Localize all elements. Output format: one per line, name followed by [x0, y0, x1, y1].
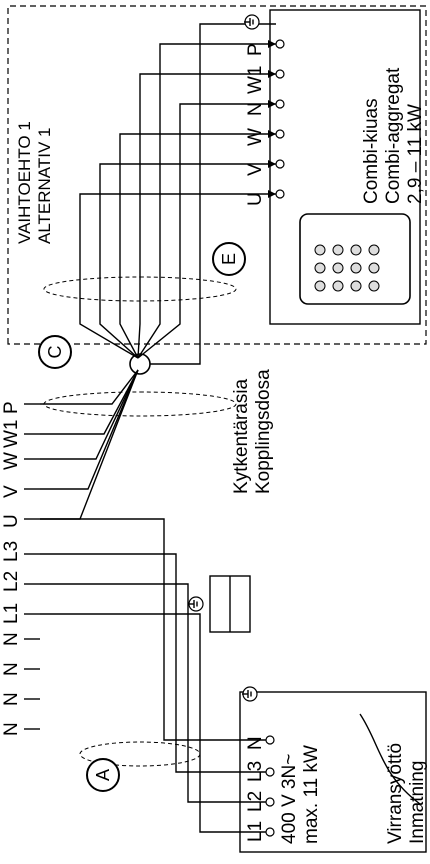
supply-voltage: 400 V 3N~	[279, 753, 300, 844]
arrow-heater-0	[268, 190, 276, 198]
terminal-label-W: W	[245, 128, 266, 146]
heater-stone-0-2	[314, 244, 326, 256]
heater-terminal-5	[275, 39, 285, 49]
ctrl-terminal-P: P	[1, 401, 22, 414]
heater-stone-2-1	[350, 262, 362, 274]
supply-power: max. 11 kW	[301, 745, 322, 844]
callout-A: A	[86, 758, 120, 792]
heater-stone-2-0	[350, 280, 362, 292]
arrow-heater-1	[268, 160, 276, 168]
ctrl-terminal-W: W	[1, 452, 22, 470]
heater-stone-3-0	[368, 280, 380, 292]
ctrl-to-junction-0	[40, 369, 139, 520]
heater-terminal-4	[275, 69, 285, 79]
ctrl-terminal-N3: N	[1, 662, 22, 676]
heater-stone-0-1	[314, 262, 326, 274]
heater-stone-3-1	[368, 262, 380, 274]
alternative-box	[7, 5, 427, 345]
ctrl-to-junction-2	[40, 369, 139, 460]
arrow-heater-2	[268, 130, 276, 138]
junction-to-heater-1	[99, 163, 276, 359]
arrow-heater-5	[268, 100, 276, 108]
sauna-heater-illustration	[299, 213, 411, 305]
cable-bundle-A	[79, 741, 201, 767]
ctrl-terminal-L3: L3	[1, 540, 22, 562]
callout-C: C	[38, 335, 72, 369]
cable-bundle-E	[43, 276, 237, 302]
heater-stone-3-2	[368, 244, 380, 256]
junction-to-heater-2	[119, 133, 276, 359]
supply-wire-0	[40, 613, 266, 833]
junction-to-heater-4	[137, 43, 276, 359]
supply-terminal-3	[265, 735, 275, 745]
heater-terminal-0	[275, 189, 285, 199]
junction-to-heater-5	[137, 103, 276, 359]
heater-unit-sv: Combi-aggregat	[383, 67, 404, 204]
heater-terminal-1	[275, 159, 285, 169]
ctrl-to-junction-4	[40, 369, 139, 405]
terminal-label-N: N	[245, 102, 266, 116]
supply-terminal-L2: L2	[245, 790, 266, 812]
ctrl-terminal-L1: L1	[1, 602, 22, 624]
ground-wire	[150, 23, 276, 365]
alternative-title-sv: ALTERNATIV 1	[35, 127, 54, 244]
ctrl-terminal-L2: L2	[1, 570, 22, 592]
ctrl-terminal-N1: N	[1, 722, 22, 736]
heater-stone-2-2	[350, 244, 362, 256]
heater-unit-fi: Combi-kiuas	[361, 98, 382, 204]
supply-terminal-1	[265, 797, 275, 807]
supply-terminal-2	[265, 767, 275, 777]
cable-bundle-C	[43, 391, 237, 417]
terminal-label-U: U	[245, 192, 266, 206]
junction-to-heater-0	[79, 193, 276, 359]
supply-terminal-L1: L1	[245, 820, 266, 842]
junction-to-heater-3	[137, 73, 276, 359]
supply-wire-3	[40, 518, 266, 741]
heater-stone-1-0	[332, 280, 344, 292]
ctrl-terminal-U: U	[1, 514, 22, 528]
heater-unit-power: 2,9 – 11 kW	[405, 104, 426, 204]
supply-caption-sv: Inmatning	[407, 760, 428, 844]
cable-illustration	[359, 713, 421, 805]
arrow-heater-3	[268, 70, 276, 78]
ctrl-to-junction-1	[40, 369, 139, 490]
ctrl-terminal-V: V	[1, 485, 22, 498]
supply-terminal-L3: L3	[245, 760, 266, 782]
heater-stone-0-0	[314, 280, 326, 292]
heater-terminal-2	[275, 129, 285, 139]
supply-terminal-N: N	[245, 736, 266, 750]
ctrl-terminal-N2: N	[1, 692, 22, 706]
ctrl-terminal-N4: N	[1, 632, 22, 646]
supply-wire-2	[40, 553, 266, 773]
heater-stone-1-2	[332, 244, 344, 256]
supply-caption-fi: Virransyöttö	[385, 742, 406, 844]
terminal-label-V: V	[245, 163, 266, 176]
terminal-label-W1: W1	[245, 65, 266, 95]
ctrl-terminal-W1: W1	[1, 419, 22, 449]
callout-E: E	[212, 242, 246, 276]
ctrl-to-junction-3	[40, 369, 139, 435]
terminal-label-P: P	[245, 43, 266, 56]
heater-terminal-3	[275, 99, 285, 109]
supply-terminal-0	[265, 827, 275, 837]
supply-wire-1	[40, 583, 266, 803]
junction-label-fi: Kytkentärasia	[231, 378, 252, 494]
arrow-heater-4	[268, 40, 276, 48]
junction-label-sv: Kopplingsdosa	[253, 369, 274, 494]
heater-stone-1-1	[332, 262, 344, 274]
alternative-title-fi: VAIHTOEHTO 1	[15, 121, 34, 244]
